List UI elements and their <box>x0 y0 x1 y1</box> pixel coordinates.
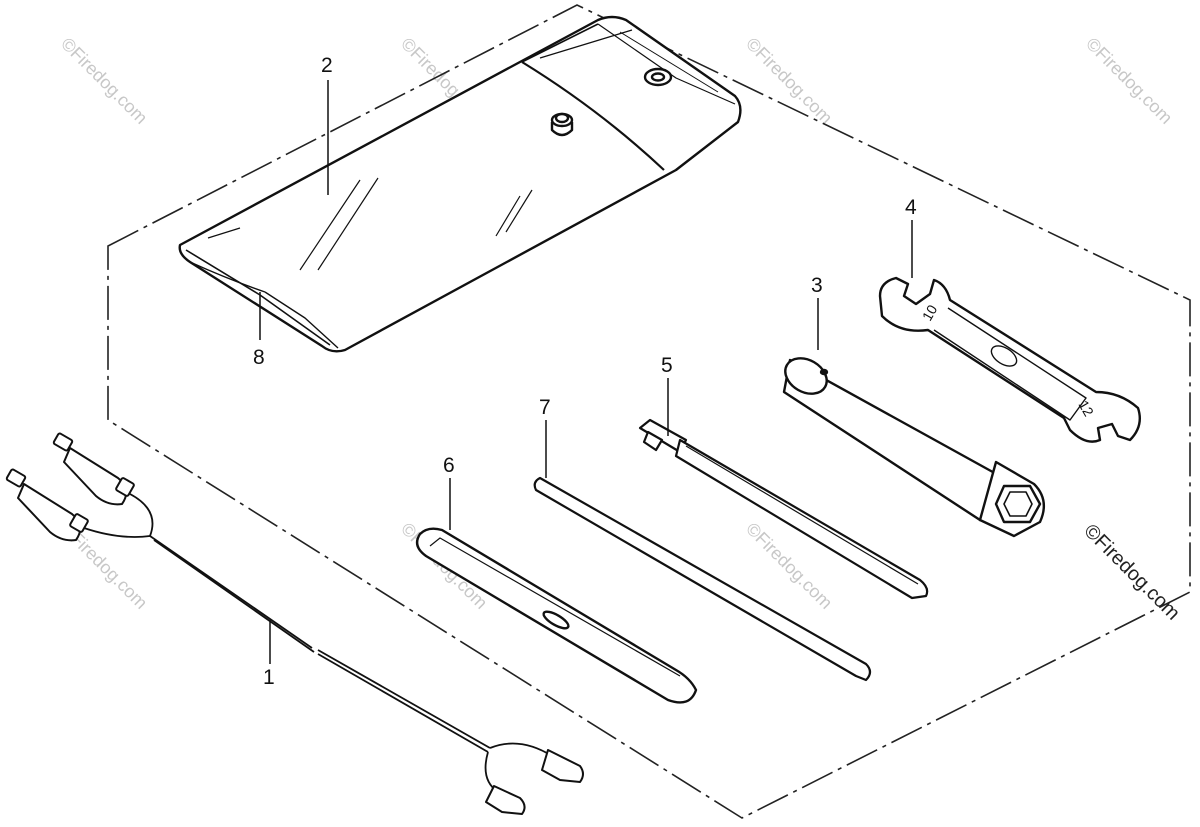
callout-1: 1 <box>263 666 275 689</box>
screwdriver <box>638 418 929 600</box>
tool-bag <box>178 15 742 353</box>
callout-labels: 1 2 3 4 5 6 7 8 <box>253 54 917 689</box>
callout-5: 5 <box>661 354 673 377</box>
callout-2: 2 <box>321 54 333 77</box>
watermark: ©Firedog.com <box>57 34 151 128</box>
callout-3: 3 <box>811 274 823 297</box>
callout-7: 7 <box>539 396 551 419</box>
watermark: ©Firedog.com <box>742 34 836 128</box>
assembly-boundary <box>107 4 1191 819</box>
watermark: ©Firedog.com <box>1082 34 1176 128</box>
callout-4: 4 <box>905 196 917 219</box>
open-end-wrench: 10 12 <box>878 276 1141 443</box>
watermark-dark: ©Firedog.com <box>1079 520 1184 625</box>
wire-harness <box>5 432 584 815</box>
wrench-size-12: 12 <box>1075 398 1097 420</box>
flat-bar <box>415 527 698 704</box>
callout-6: 6 <box>443 454 455 477</box>
box-spanner <box>782 357 1046 538</box>
wrench-size-10: 10 <box>919 302 941 324</box>
callout-8: 8 <box>253 346 265 369</box>
rod <box>533 476 872 682</box>
leader-lines <box>259 80 913 664</box>
